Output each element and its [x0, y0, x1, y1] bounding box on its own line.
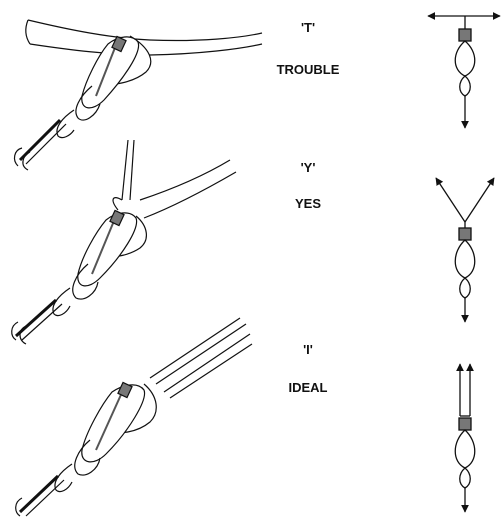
config-letter-y: 'Y' — [248, 160, 368, 175]
rigging-illustration-t — [15, 20, 262, 170]
config-word-trouble: TROUBLE — [248, 62, 368, 77]
rigging-illustration-i — [16, 318, 252, 516]
force-diagram-t — [428, 16, 500, 128]
config-letter-t: 'T' — [248, 20, 368, 35]
config-word-yes: YES — [248, 196, 368, 211]
config-word-ideal: IDEAL — [248, 380, 368, 395]
rigging-illustration-y — [12, 140, 236, 344]
force-diagram-y — [436, 178, 494, 322]
config-letter-i: 'I' — [248, 342, 368, 357]
force-diagram-i — [455, 364, 475, 512]
